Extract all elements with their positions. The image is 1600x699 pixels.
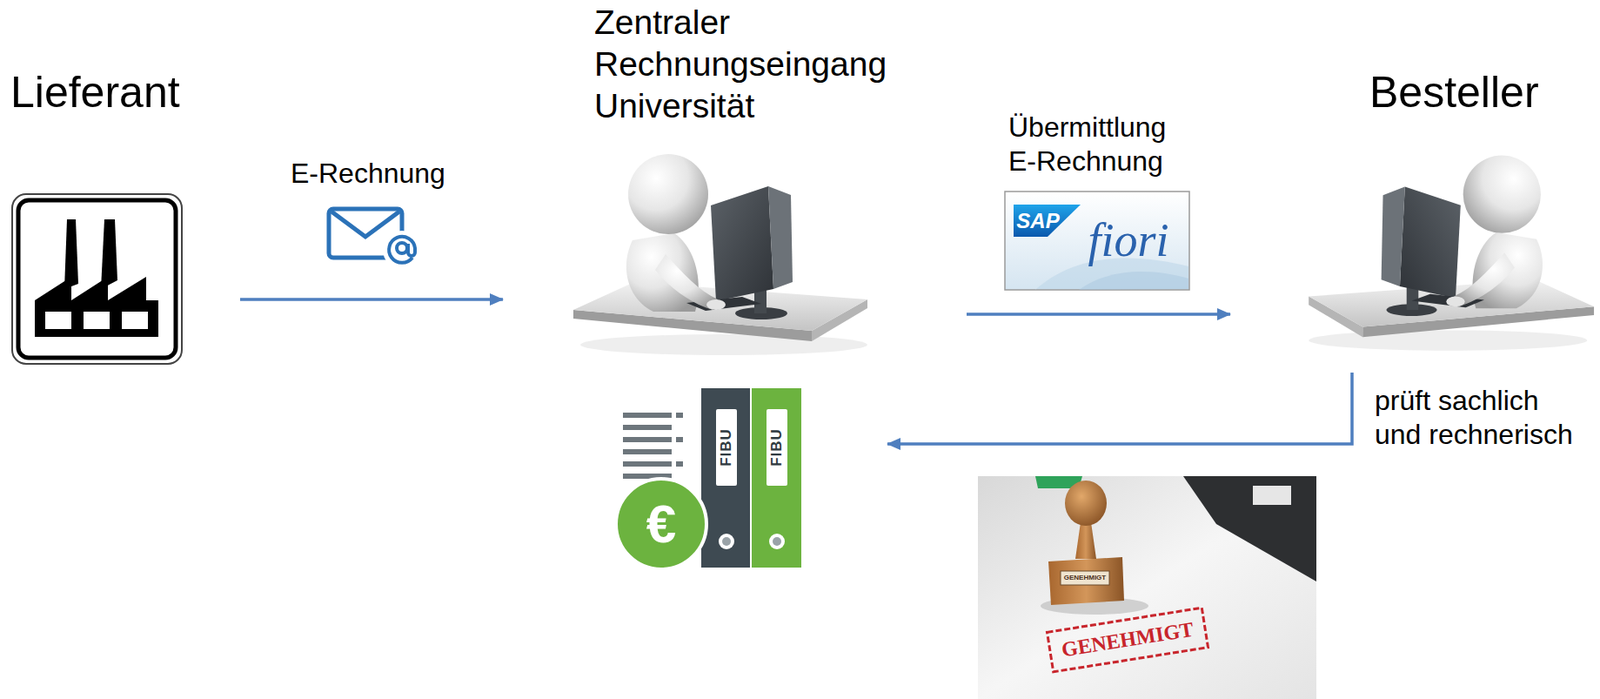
binder [701, 388, 750, 568]
sap-mark [1013, 204, 1081, 237]
binder [751, 388, 802, 568]
binder-label: FIBU [717, 428, 736, 467]
actor-node: Zentraler Rechnungseingang Universität [571, 142, 878, 368]
binder-plate [716, 408, 737, 486]
doc-line [622, 424, 672, 430]
stamp-photo [977, 475, 1317, 699]
at-ground [382, 230, 422, 269]
currency-symbol: € [646, 491, 677, 556]
binder-plate [766, 408, 788, 486]
edge-label: E-Rechnung [290, 156, 448, 191]
window [45, 311, 72, 329]
stamp-knob [1064, 480, 1107, 526]
fiori-logo [1004, 191, 1190, 290]
stamp-plate [1060, 570, 1110, 585]
binder-ring [722, 536, 731, 546]
actor-heading: Lieferant [10, 66, 182, 118]
doc-mark [676, 461, 683, 467]
logo-text: SAP [1016, 207, 1059, 234]
at-sign [388, 236, 416, 263]
stamp-imprint-text: GENEHMIGT [1059, 616, 1196, 663]
window [121, 311, 148, 329]
flow-arrow [966, 312, 1231, 316]
envelope-flap [331, 211, 400, 237]
actor-node: Besteller [1308, 142, 1598, 362]
logo-frame [1004, 191, 1190, 290]
binder-ring [718, 533, 735, 549]
flow-arrow [240, 297, 503, 302]
actor-heading: Zentraler Rechnungseingang Universität [594, 1, 888, 128]
chimney [100, 219, 118, 289]
binder-label: FIBU [768, 428, 786, 467]
flow-arrow [887, 372, 1353, 444]
factory-icon [12, 194, 182, 364]
logo-swoosh [1078, 271, 1189, 290]
factory-body [34, 276, 159, 337]
euro-coin [615, 478, 707, 570]
stamp-base [1048, 556, 1125, 605]
photo-ground [977, 475, 1317, 699]
folder-tag [1252, 485, 1292, 505]
actor-heading: Besteller [1369, 66, 1541, 118]
imprint-frame [1047, 607, 1209, 672]
binders-icon [615, 388, 802, 570]
folder [1183, 475, 1317, 582]
actor-node: Lieferant [12, 194, 182, 364]
doc-line [622, 461, 672, 467]
binder-ring [772, 536, 782, 546]
edge-label: Übermittlung E-Rechnung [1008, 110, 1167, 179]
doc-line [622, 412, 672, 418]
email-icon [328, 208, 422, 269]
stamp-neck [1075, 522, 1097, 559]
window [83, 311, 110, 329]
edge-label: prüft sachlich und rechnerisch [1374, 383, 1575, 452]
at-sign [396, 242, 408, 254]
worker-figure [1308, 155, 1594, 351]
stamp-imprint [1047, 607, 1209, 672]
doc-line [622, 436, 672, 442]
icon-frame [12, 194, 182, 364]
binder-ring [769, 533, 785, 549]
worker-figure [573, 153, 868, 355]
doc-mark [676, 412, 683, 418]
document [619, 401, 691, 489]
doc-line [622, 448, 672, 455]
doc-mark [676, 436, 683, 442]
stamp-label: GENEHMIGT [1064, 573, 1106, 583]
icon-frame [18, 200, 176, 358]
logo-text: fiori [1087, 212, 1169, 269]
